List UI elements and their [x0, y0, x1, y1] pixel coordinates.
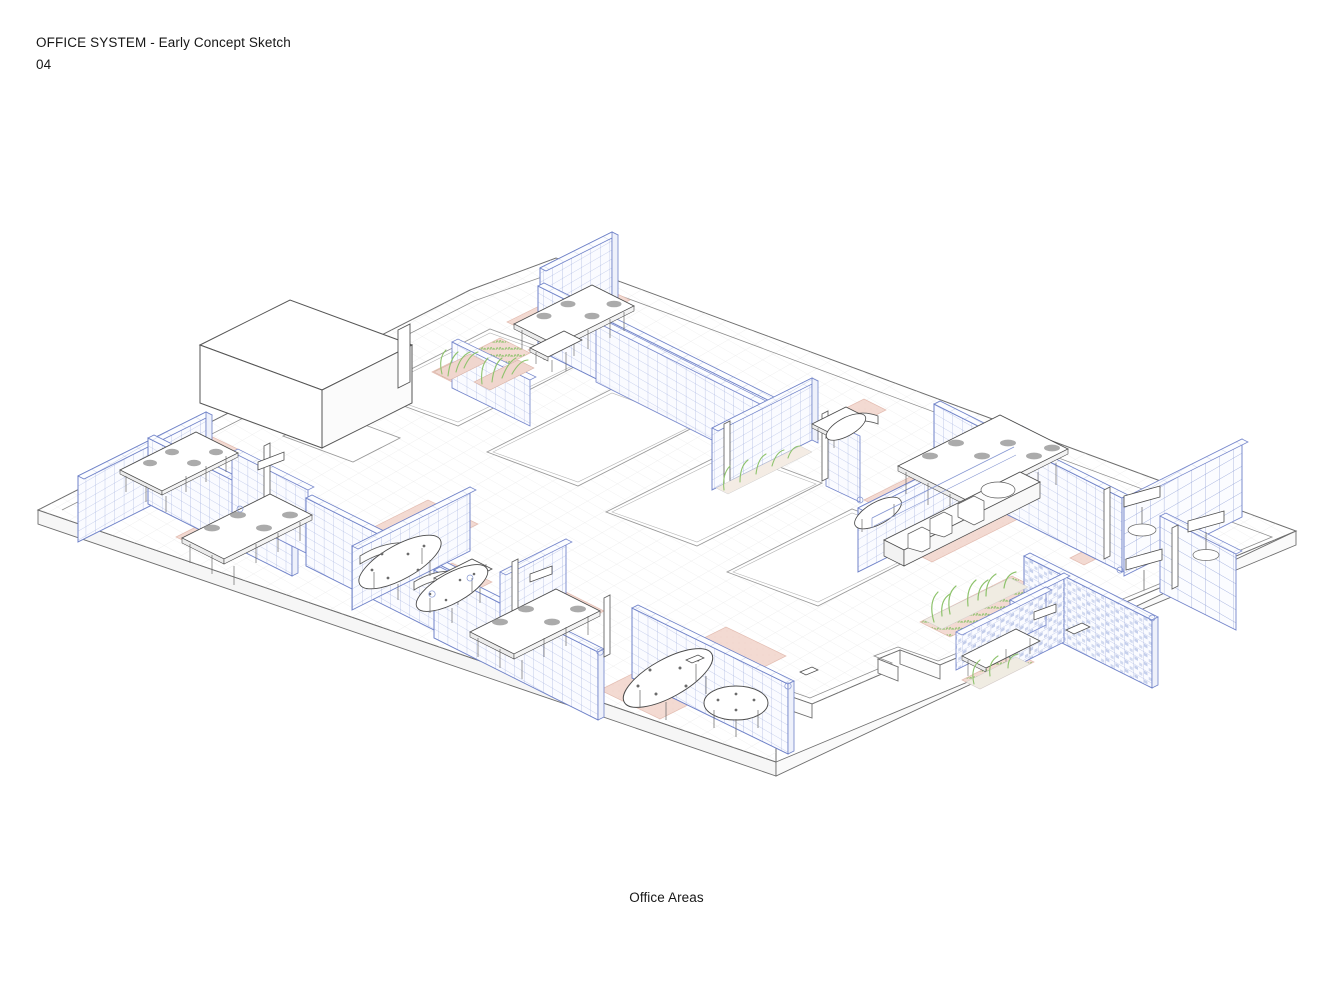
desk-cluster [119, 431, 239, 512]
misc-furniture [257, 451, 1091, 676]
plan-caption: Office Areas [629, 890, 704, 905]
desk-clusters [119, 284, 1069, 685]
divider-wall [1171, 524, 1179, 590]
planting-beds [433, 349, 1031, 690]
glass-wall [1123, 438, 1249, 577]
meeting-table [854, 496, 902, 532]
core-volume-right-face [321, 344, 413, 449]
hanging-panels [1123, 485, 1225, 590]
side-table [1065, 622, 1091, 635]
cafe-appliance [907, 495, 985, 553]
chair [799, 666, 819, 676]
hanging-panel [1123, 485, 1161, 537]
solid-core-volume [198, 299, 414, 449]
door-leaf [529, 565, 553, 583]
door-leaf [1033, 603, 1057, 621]
glass-partition-walls [77, 231, 1249, 755]
divider-wall [603, 594, 611, 658]
planting-bed [923, 571, 1029, 630]
hanging-panel [1125, 548, 1163, 590]
cafe-sink [980, 481, 1016, 499]
meeting-table [358, 534, 442, 600]
sheet-number: 04 [36, 56, 52, 72]
planting-bed [715, 445, 813, 495]
planting-bed [433, 349, 487, 381]
core-fin-wall [397, 323, 411, 389]
planting-bed [965, 653, 1031, 690]
sheet-header: OFFICE SYSTEM - Early Concept Sketch 04 [36, 33, 291, 74]
meeting-table [415, 564, 489, 623]
desk-cluster [181, 493, 313, 585]
door-swing-symbols [236, 496, 1156, 690]
glass-wall [1159, 512, 1243, 631]
hanging-panel [1187, 510, 1225, 561]
meeting-table [703, 685, 769, 737]
door-leaf [257, 451, 285, 471]
meeting-table [825, 413, 867, 441]
desk-cluster [469, 588, 601, 679]
desk-cluster [529, 330, 583, 372]
chair [685, 654, 705, 664]
page-title: OFFICE SYSTEM - Early Concept Sketch [36, 35, 291, 50]
divider-wall [1103, 486, 1111, 560]
planting-bed [473, 357, 535, 391]
cafe-counter [871, 446, 1041, 567]
meeting-tables [358, 413, 902, 737]
